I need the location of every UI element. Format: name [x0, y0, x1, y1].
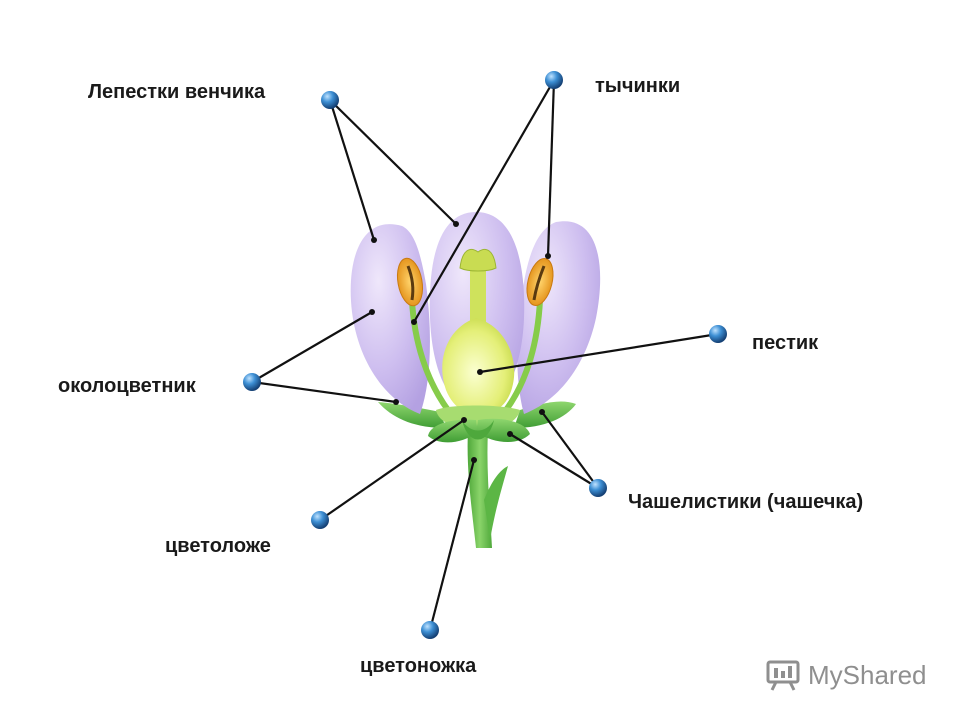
label-receptacle: цветоложе: [165, 535, 271, 557]
leader-perianth-2: [251, 380, 397, 404]
leader-petals-2: [329, 99, 457, 225]
stem-leaf: [484, 466, 508, 540]
leader-receptacle: [319, 419, 465, 521]
pistil-style: [470, 270, 486, 330]
sepal-front-center: [462, 420, 494, 440]
leader-stamens-1: [413, 79, 555, 323]
leader-endpoints: [369, 221, 551, 463]
leader-sepals-1: [541, 411, 599, 489]
label-markers: [243, 71, 727, 639]
label-pedicel: цветоножка: [360, 655, 477, 677]
marker-perianth: [243, 373, 261, 391]
anther-left: [396, 257, 424, 307]
label-pistil: пестик: [752, 332, 819, 354]
leader-stamens-2: [546, 79, 556, 257]
projector-logo-icon: [766, 660, 800, 691]
leader-sepals-2: [509, 433, 599, 489]
sepal-front-right: [476, 418, 530, 443]
label-perianth: околоцветник: [58, 375, 196, 397]
marker-pedicel: [421, 621, 439, 639]
leader-pedicel: [428, 459, 476, 631]
label-sepals: Чашелистики (чашечка): [628, 491, 864, 513]
leader-petals-1: [328, 99, 376, 241]
leader-perianth-1: [251, 311, 373, 383]
stamen-filament-right: [503, 297, 543, 413]
marker-stamens: [545, 71, 563, 89]
label-stamens: тычинки: [595, 75, 681, 97]
marker-sepals: [589, 479, 607, 497]
watermark-text: MyShared: [808, 660, 927, 690]
leader-lines: [251, 79, 719, 631]
anther-right: [526, 258, 554, 306]
pistil-ovary: [442, 318, 515, 416]
watermark: MyShared: [766, 658, 927, 692]
label-petals: Лепестки венчика: [88, 81, 266, 103]
sepal-back-left: [378, 402, 446, 428]
marker-petals: [321, 91, 339, 109]
petal-right: [517, 221, 601, 414]
pedicel-stem: [467, 430, 492, 548]
petal-left: [350, 224, 430, 414]
pistil-stigma: [459, 248, 497, 272]
marker-receptacle: [311, 511, 329, 529]
stamen-filament-left: [409, 297, 451, 413]
leader-pistil: [479, 332, 719, 374]
marker-pistil: [709, 325, 727, 343]
